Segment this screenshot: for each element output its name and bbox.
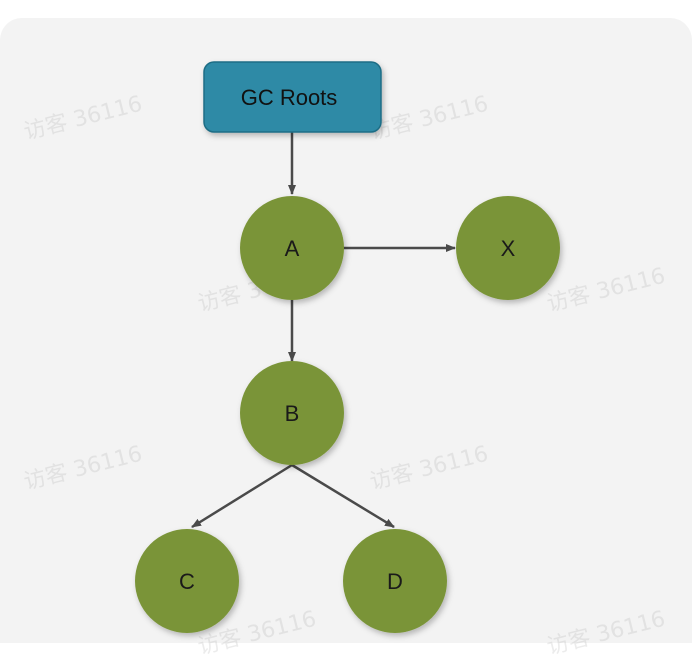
- node-b-label: B: [285, 401, 300, 426]
- node-x-label: X: [501, 236, 516, 261]
- edge-b-d: [291, 463, 395, 529]
- node-a-label: A: [285, 236, 300, 261]
- node-x: X: [456, 196, 560, 300]
- edge-b-c: [191, 463, 293, 529]
- node-a: A: [240, 196, 344, 300]
- node-c: C: [135, 529, 239, 633]
- node-d-label: D: [387, 569, 403, 594]
- node-b: B: [240, 361, 344, 465]
- reachability-diagram: GC Roots A X B C D: [135, 61, 560, 633]
- gc-roots-label: GC Roots: [241, 85, 338, 110]
- node-c-label: C: [179, 569, 195, 594]
- gc-roots-node: GC Roots: [203, 61, 382, 133]
- canvas: 访客 36116 访客 36116 访客 36116 访客 36116 访客 3…: [0, 18, 692, 661]
- node-d: D: [343, 529, 447, 633]
